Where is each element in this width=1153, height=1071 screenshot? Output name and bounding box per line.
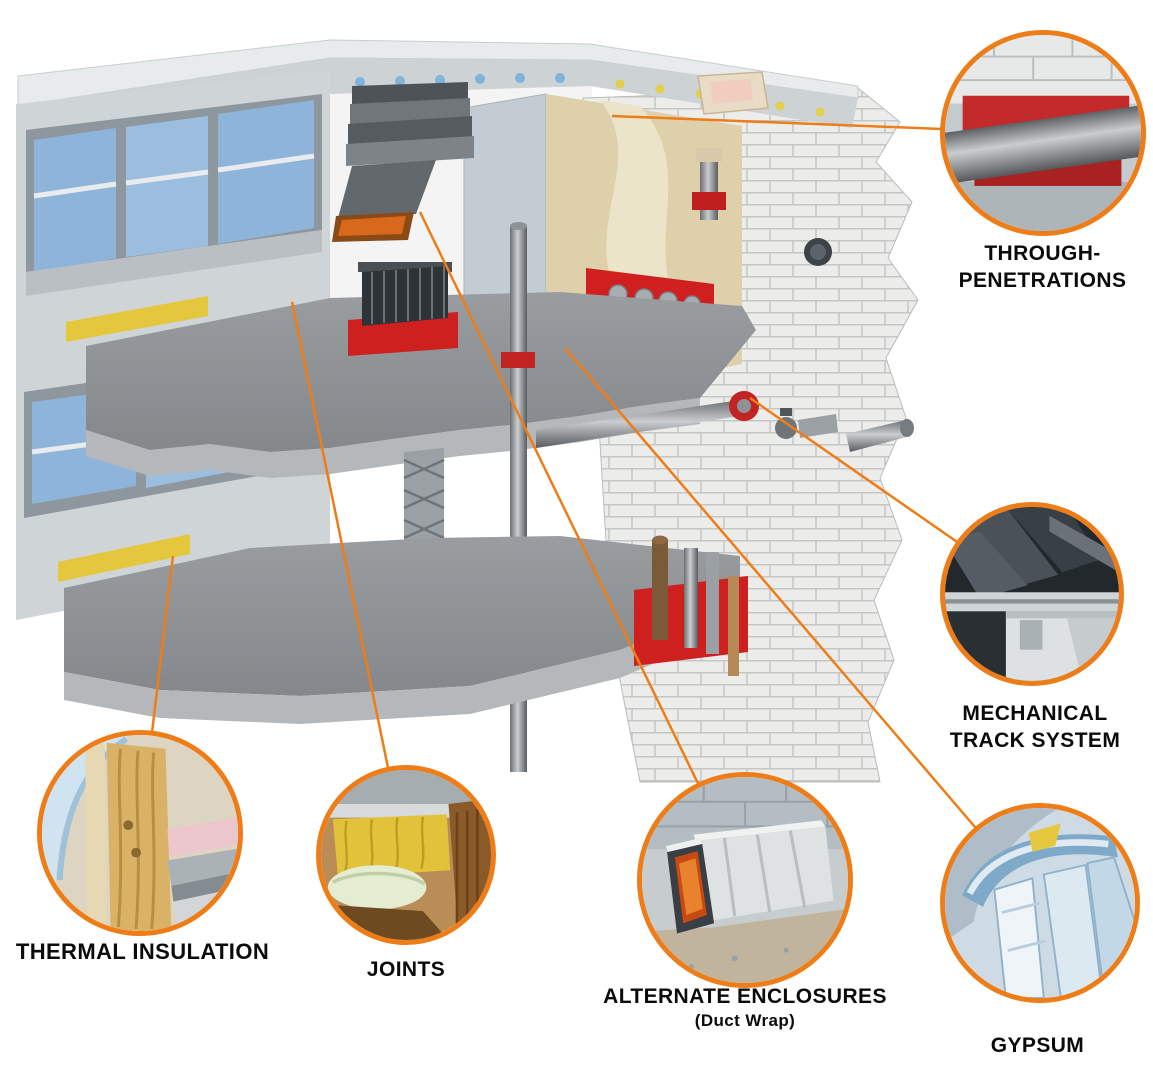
joints-detail-image: [321, 770, 491, 940]
label-line: THROUGH-: [984, 242, 1101, 265]
label-alternate-enclosures: ALTERNATE ENCLOSURES (Duct Wrap): [585, 983, 905, 1032]
duct-stack: [332, 82, 474, 242]
label-line: MECHANICAL: [962, 702, 1108, 725]
top-pipe-penetration: [692, 148, 726, 220]
gypsum-detail-image: [945, 808, 1135, 998]
mechanical-track-detail-image: [945, 507, 1119, 681]
label-line: TRACK SYSTEM: [949, 729, 1121, 753]
horizontal-pipe: [536, 238, 914, 452]
label-joints: JOINTS: [326, 956, 486, 983]
label-line: JOINTS: [366, 958, 446, 981]
label-mechanical-track-system: MECHANICAL TRACK SYSTEM: [915, 700, 1153, 755]
cable-tray-assembly: [348, 262, 458, 356]
callout-mechanical-track-system: [940, 502, 1124, 686]
thermal-insulation-detail-image: [42, 735, 238, 931]
through-penetrations-detail-image: [945, 35, 1141, 231]
valve-assembly: [775, 408, 914, 452]
window-band-upper: [26, 94, 322, 296]
mid-floor-slab: [66, 292, 756, 478]
alternate-enclosures-detail-image: [642, 777, 848, 983]
callout-joints: [316, 765, 496, 945]
callout-through-penetrations: [940, 30, 1146, 236]
label-thermal-insulation: THERMAL INSULATION: [0, 938, 285, 967]
lower-floor-slab: [58, 534, 740, 724]
label-line: PENETRATIONS: [958, 269, 1127, 293]
label-line: ALTERNATE ENCLOSURES: [603, 985, 887, 1008]
label-gypsum: GYPSUM: [935, 1032, 1140, 1059]
callout-alternate-enclosures: [637, 772, 853, 988]
label-line: THERMAL INSULATION: [15, 939, 270, 964]
callout-gypsum: [940, 803, 1140, 1003]
lower-pipe-penetrations: [634, 535, 748, 676]
edge-insulation-lower: [58, 534, 190, 582]
edge-insulation-upper: [66, 296, 208, 342]
label-subline: (Duct Wrap): [694, 1011, 796, 1031]
callout-thermal-insulation: [37, 730, 243, 936]
label-line: GYPSUM: [990, 1034, 1085, 1057]
label-through-penetrations: THROUGH- PENETRATIONS: [925, 240, 1153, 295]
